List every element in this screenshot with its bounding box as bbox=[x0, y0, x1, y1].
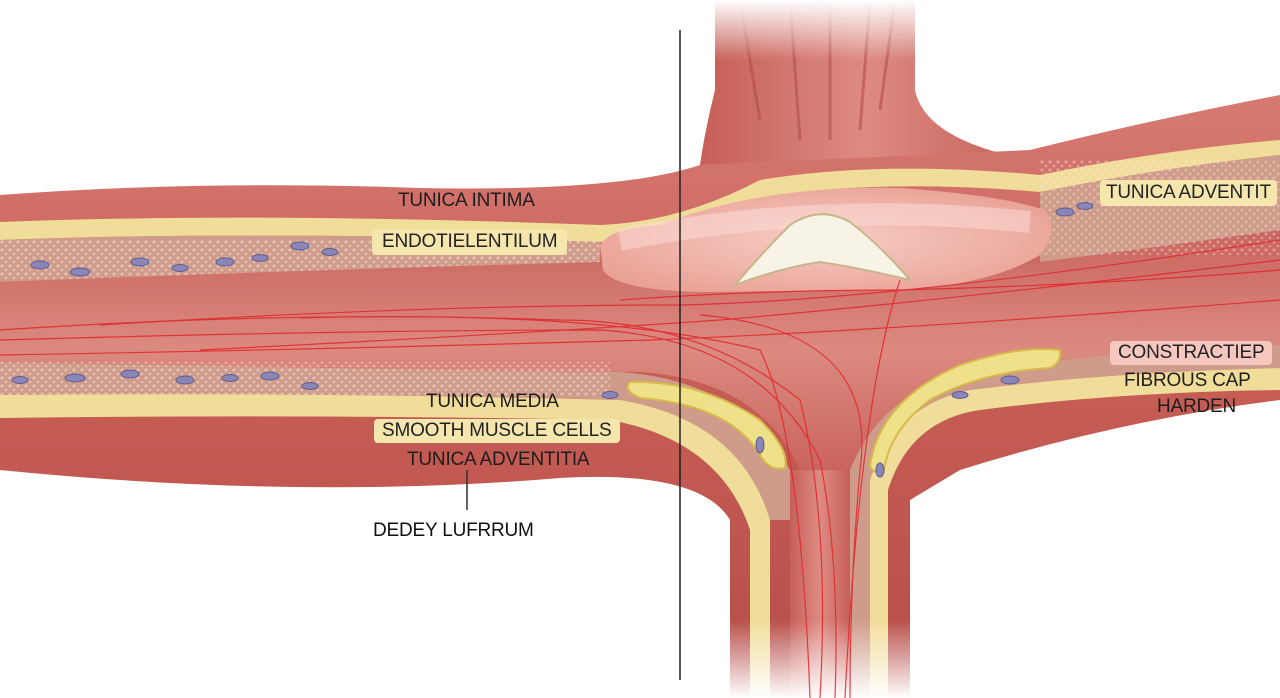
label-tunica-intima: TUNICA INTIMA bbox=[398, 190, 535, 211]
intima-band-top bbox=[0, 140, 1280, 242]
label-harden: HARDEN bbox=[1157, 396, 1237, 417]
label-fibrous-cap: FIBROUS CAP bbox=[1124, 370, 1251, 391]
vessel-lumen bbox=[0, 230, 1280, 470]
intima-band-bottom bbox=[0, 394, 770, 698]
label-bottom-callout: DEDEY LUFRRUM bbox=[373, 520, 534, 541]
label-tunica-media: TUNICA MEDIA bbox=[426, 391, 559, 412]
fat-deposit-right bbox=[868, 348, 1062, 473]
label-tunica-adventitia-left: TUNICA ADVENTITIA bbox=[407, 449, 590, 470]
label-endothelium: ENDOTIELENTILUM bbox=[372, 229, 568, 255]
label-constractiep: CONSTRACTIEP bbox=[1110, 341, 1273, 365]
smooth-muscle-cell-nuclei bbox=[11, 202, 1094, 478]
fibrous-cap-core bbox=[731, 213, 913, 288]
label-smooth-muscle-cells: SMOOTH MUSCLE CELLS bbox=[374, 419, 620, 443]
fat-deposit-left bbox=[626, 380, 787, 470]
label-tunica-adventitia-right: TUNICA ADVENTIT bbox=[1100, 180, 1277, 206]
